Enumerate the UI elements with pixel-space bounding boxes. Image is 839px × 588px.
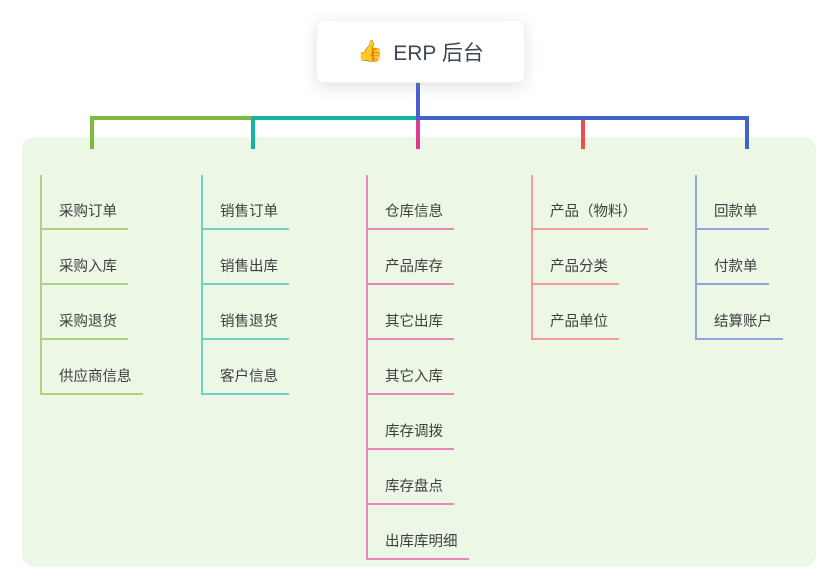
connector-line bbox=[416, 116, 420, 149]
connector-line bbox=[251, 116, 255, 149]
branch-tree-line bbox=[201, 175, 203, 395]
mindmap-leaf-node[interactable]: 产品单位 bbox=[531, 285, 619, 340]
branch-tree-line bbox=[40, 175, 42, 395]
branch-tree-line bbox=[531, 175, 533, 340]
mindmap-leaf-node[interactable]: 产品分类 bbox=[531, 230, 619, 285]
mindmap-leaf-node[interactable]: 销售出库 bbox=[201, 230, 289, 285]
mindmap-leaf-node[interactable]: 销售退货 bbox=[201, 285, 289, 340]
mindmap-leaf-node[interactable]: 客户信息 bbox=[201, 340, 289, 395]
connector-line bbox=[90, 116, 255, 120]
connector-line bbox=[251, 116, 420, 120]
branch-items-2: 销售订单销售出库销售退货客户信息 bbox=[201, 175, 289, 395]
branch-tree-line bbox=[366, 175, 368, 560]
root-node-title: ERP 后台 bbox=[393, 41, 484, 65]
connector-line bbox=[90, 116, 94, 149]
mindmap-leaf-node[interactable]: 采购订单 bbox=[40, 175, 128, 230]
mindmap-background-panel bbox=[22, 137, 816, 567]
mindmap-leaf-node[interactable]: 采购退货 bbox=[40, 285, 128, 340]
connector-line bbox=[416, 116, 749, 120]
mindmap-leaf-node[interactable]: 采购入库 bbox=[40, 230, 128, 285]
mindmap-leaf-node[interactable]: 仓库信息 bbox=[366, 175, 454, 230]
connector-line bbox=[581, 116, 585, 149]
mindmap-leaf-node[interactable]: 出库库明细 bbox=[366, 505, 469, 560]
branch-tree-line bbox=[695, 175, 697, 340]
branch-items-4: 产品（物料）产品分类产品单位 bbox=[531, 175, 648, 340]
mindmap-leaf-node[interactable]: 库存盘点 bbox=[366, 450, 454, 505]
mindmap-leaf-node[interactable]: 结算账户 bbox=[695, 285, 783, 340]
mindmap-leaf-node[interactable]: 产品（物料） bbox=[531, 175, 648, 230]
mindmap-leaf-node[interactable]: 销售订单 bbox=[201, 175, 289, 230]
mindmap-leaf-node[interactable]: 产品库存 bbox=[366, 230, 454, 285]
branch-items-1: 采购订单采购入库采购退货供应商信息 bbox=[40, 175, 143, 395]
root-node[interactable]: 👍 ERP 后台 bbox=[316, 20, 525, 83]
mindmap-leaf-node[interactable]: 供应商信息 bbox=[40, 340, 143, 395]
branch-items-5: 回款单付款单结算账户 bbox=[695, 175, 783, 340]
thumbs-up-icon: 👍 bbox=[357, 39, 384, 63]
branch-items-3: 仓库信息产品库存其它出库其它入库库存调拨库存盘点出库库明细 bbox=[366, 175, 469, 560]
mindmap-leaf-node[interactable]: 回款单 bbox=[695, 175, 769, 230]
mindmap-leaf-node[interactable]: 其它入库 bbox=[366, 340, 454, 395]
mindmap-leaf-node[interactable]: 库存调拨 bbox=[366, 395, 454, 450]
mindmap-leaf-node[interactable]: 其它出库 bbox=[366, 285, 454, 340]
connector-line bbox=[416, 81, 420, 116]
connector-line bbox=[745, 116, 749, 149]
mindmap-leaf-node[interactable]: 付款单 bbox=[695, 230, 769, 285]
